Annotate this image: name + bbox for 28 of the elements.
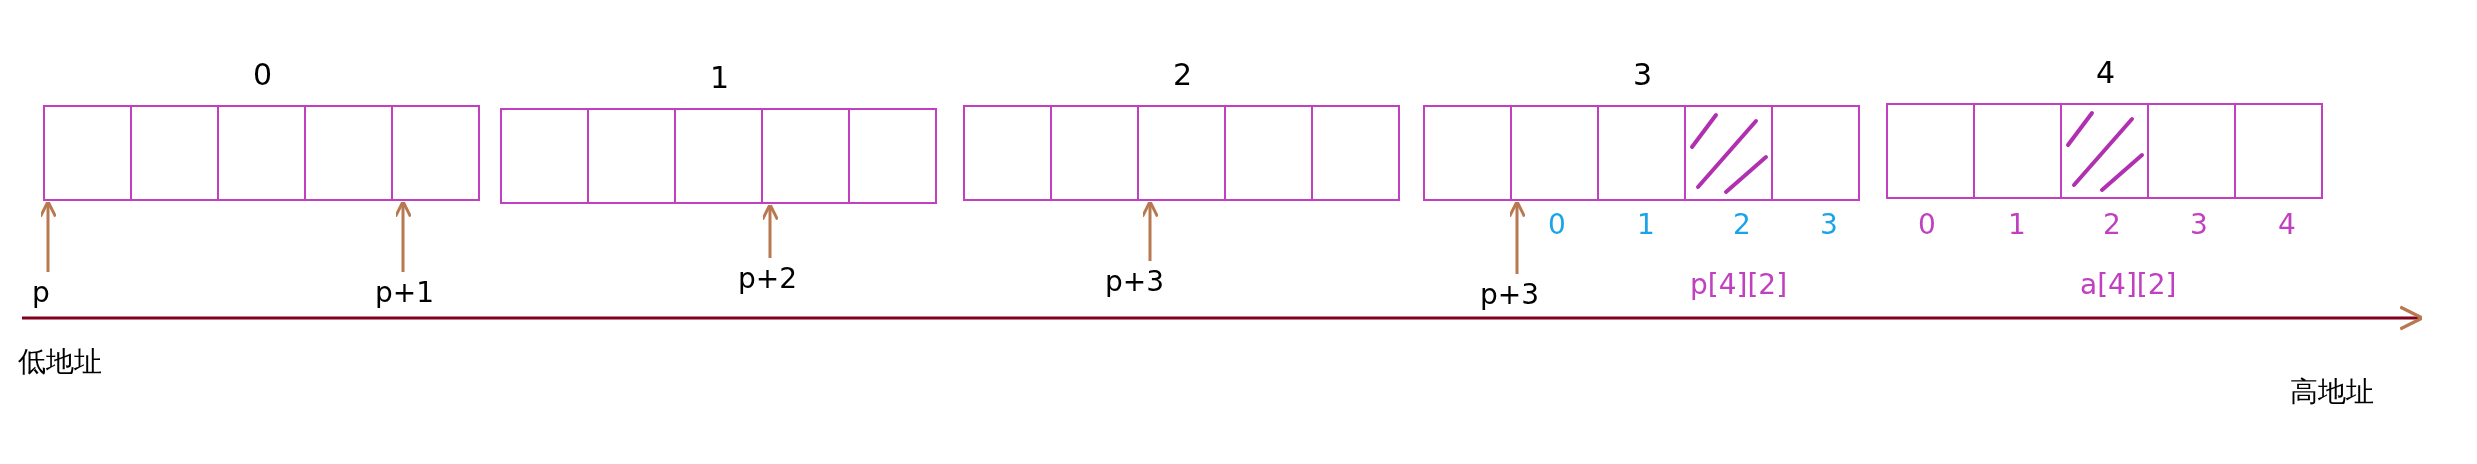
index-label: 3: [1820, 208, 1838, 242]
row-index: 3: [1631, 56, 1654, 94]
element-label: p[4][2]: [1690, 268, 1788, 302]
index-label: 2: [2103, 208, 2121, 242]
row-index: 2: [1171, 56, 1194, 94]
row-index: 0: [251, 56, 274, 94]
index-label: 4: [2278, 208, 2296, 242]
row-index: 1: [708, 59, 731, 97]
index-label: 2: [1733, 208, 1751, 242]
index-label: 1: [1637, 208, 1655, 242]
pointer-label: p+2: [738, 262, 798, 296]
pointer-arrow: [1141, 200, 1159, 261]
pointer-arrow: [761, 203, 779, 258]
index-label: 1: [2008, 208, 2026, 242]
pointer-label: p+3: [1105, 265, 1165, 299]
index-label: 3: [2190, 208, 2208, 242]
address-label: 高地址: [2290, 375, 2374, 409]
row-index: 4: [2094, 54, 2117, 92]
pointer-arrow: [394, 200, 412, 272]
index-label: 0: [1918, 208, 1936, 242]
pointer-label: p+1: [375, 276, 435, 310]
pointer-label: p: [32, 276, 50, 310]
address-label: 低地址: [18, 345, 102, 379]
element-label: a[4][2]: [2080, 268, 2177, 302]
pointer-arrow: [39, 200, 57, 272]
pointer-label: p+3: [1480, 278, 1540, 312]
index-label: 0: [1548, 208, 1566, 242]
pointer-arrow: [1508, 200, 1526, 274]
